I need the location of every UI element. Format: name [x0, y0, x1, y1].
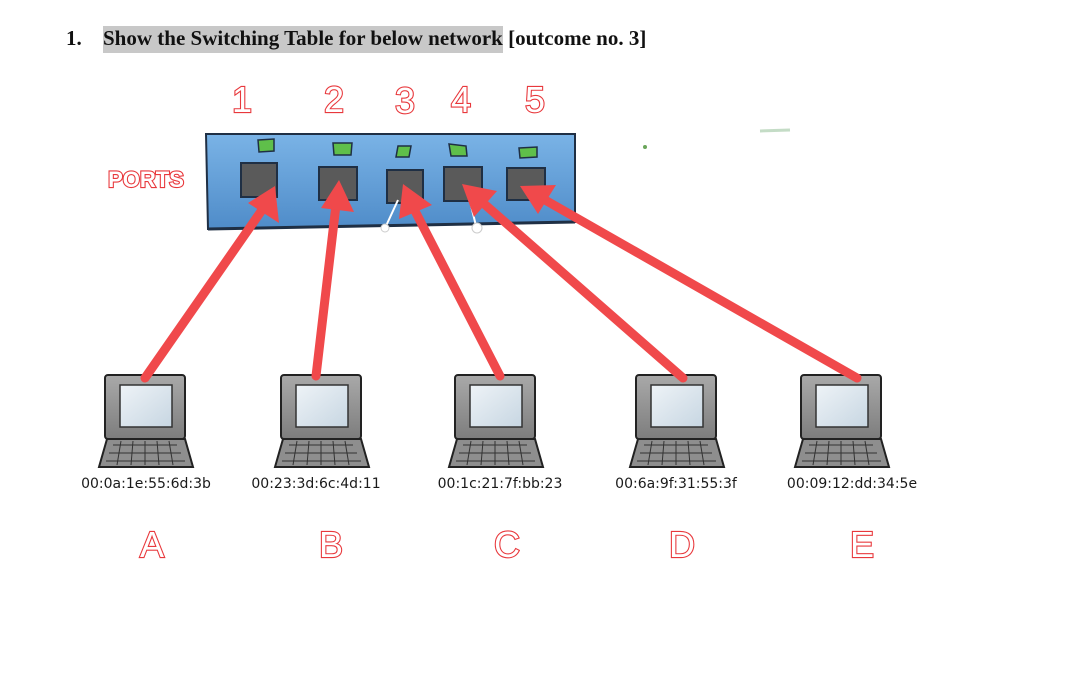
- laptop-e: [793, 374, 891, 468]
- port-led-1: [257, 138, 275, 153]
- question-text-highlighted: Show the Switching Table for below netwo…: [103, 26, 503, 53]
- port-number-3: 3: [395, 80, 415, 121]
- ports-label: PORTS: [108, 167, 184, 192]
- laptop-b: [273, 374, 371, 468]
- port-leds: [257, 138, 538, 159]
- port-number-1: 1: [232, 79, 252, 120]
- port-led-4: [448, 143, 468, 157]
- arrow-b-to-port-2: [311, 180, 354, 381]
- laptop-c: [447, 374, 545, 468]
- port-led-3: [395, 145, 412, 158]
- mac-address-d: 00:6a:9f:31:55:3f: [615, 476, 737, 492]
- question-number: 1.: [66, 26, 82, 50]
- computer-letter-d: D: [669, 524, 695, 565]
- mac-address-c: 00:1c:21:7f:bb:23: [437, 476, 563, 492]
- arrow-e-to-port-5: [520, 185, 862, 383]
- arrow-d-to-port-4: [462, 184, 688, 383]
- arrow-a-to-port-1: [140, 186, 279, 383]
- computer-letter-a: A: [140, 524, 164, 565]
- port-led-5: [518, 146, 538, 159]
- mac-address-b: 00:23:3d:6c:4d:11: [251, 476, 381, 492]
- mac-address-a: 00:0a:1e:55:6d:3b: [81, 476, 211, 492]
- laptop-a: [97, 374, 195, 468]
- port-led-2: [332, 142, 353, 156]
- arrow-c-to-port-3: [399, 184, 505, 381]
- port-number-4: 4: [451, 79, 471, 120]
- laptop-d: [628, 374, 726, 468]
- mac-address-e: 00:09:12:dd:34:5e: [786, 476, 918, 492]
- port-socket-4: [443, 166, 483, 202]
- connection-arrows: [140, 180, 862, 383]
- question-heading: 1. Show the Switching Table for below net…: [66, 26, 647, 53]
- port-number-2: 2: [324, 79, 344, 120]
- computer-letter-b: B: [319, 524, 343, 565]
- computer-letters: A B C D E: [139, 523, 875, 566]
- computer-letter-e: E: [850, 524, 874, 565]
- port-number-labels: 1 2 3 4 5: [231, 78, 546, 122]
- port-number-5: 5: [525, 79, 545, 120]
- laptops: [97, 374, 891, 468]
- question-text-rest: [outcome no. 3]: [502, 26, 647, 50]
- computer-letter-c: C: [494, 524, 520, 565]
